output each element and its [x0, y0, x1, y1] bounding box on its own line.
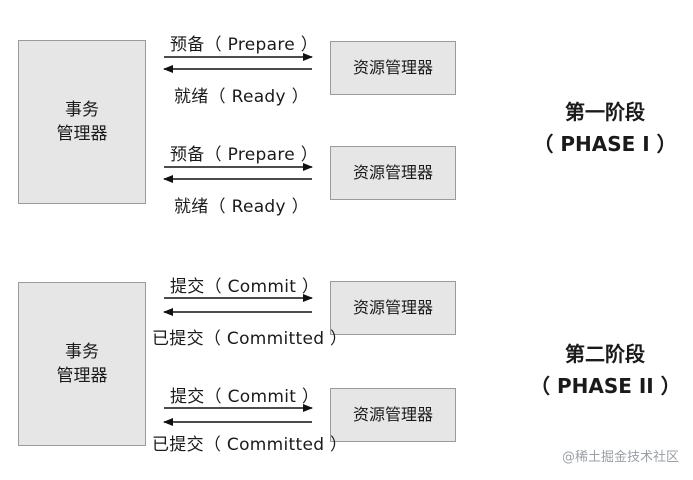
phase-1-title: 第一阶段 [565, 100, 645, 124]
resource-manager-label: 资源管理器 [352, 405, 433, 424]
phase-2-heading: 第二阶段 （ PHASE II ） [530, 338, 681, 402]
ready-message: 就绪（ Ready ） [174, 197, 309, 217]
transaction-manager-label-line1: 事务 [65, 342, 99, 362]
resource-manager-box: 资源管理器 [330, 146, 456, 200]
phase-1-subtitle: （ PHASE I ） [533, 132, 677, 156]
commit-message: 提交（ Commit ） [170, 277, 320, 297]
resource-manager-box: 资源管理器 [330, 41, 456, 95]
commit-message: 提交（ Commit ） [170, 387, 320, 407]
resource-manager-label: 资源管理器 [352, 163, 433, 182]
resource-manager-label: 资源管理器 [352, 298, 433, 317]
phase-2-title: 第二阶段 [565, 342, 645, 366]
transaction-manager-label-line1: 事务 [65, 100, 99, 120]
transaction-manager-box: 事务 管理器 [18, 40, 146, 204]
phase-1-heading: 第一阶段 （ PHASE I ） [530, 96, 680, 160]
committed-message: 已提交（ Committed ） [152, 435, 348, 455]
resource-manager-box: 资源管理器 [330, 388, 456, 442]
committed-message: 已提交（ Committed ） [152, 329, 348, 349]
prepare-message: 预备（ Prepare ） [170, 145, 319, 165]
transaction-manager-label-line2: 管理器 [56, 124, 108, 144]
prepare-message: 预备（ Prepare ） [170, 35, 319, 55]
transaction-manager-box: 事务 管理器 [18, 282, 146, 446]
resource-manager-box: 资源管理器 [330, 281, 456, 335]
phase-2-subtitle: （ PHASE II ） [530, 374, 681, 398]
transaction-manager-label-line2: 管理器 [56, 366, 108, 386]
watermark: @稀土掘金技术社区 [561, 450, 679, 465]
ready-message: 就绪（ Ready ） [174, 87, 309, 107]
resource-manager-label: 资源管理器 [352, 58, 433, 77]
